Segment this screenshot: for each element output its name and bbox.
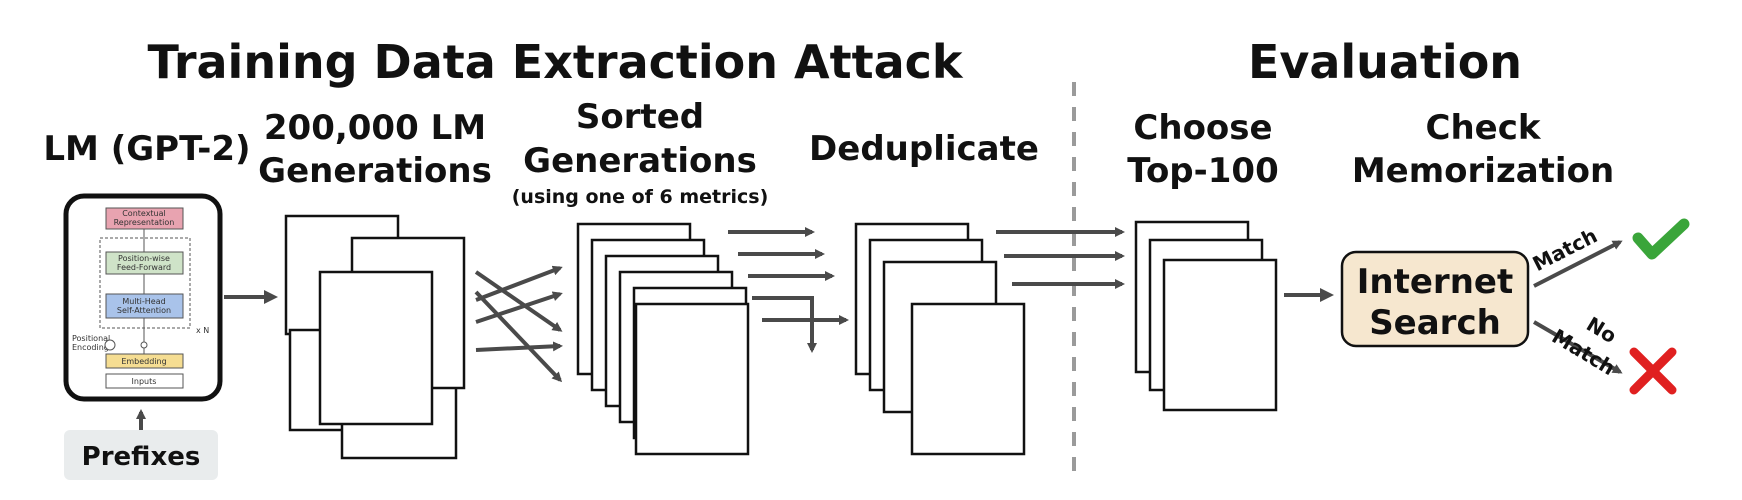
sort-arrow [475,291,563,324]
contextual-text: Contextual [122,209,166,218]
deduplicate-label: Deduplicate [809,129,1039,169]
evaluation-title: Evaluation [1248,35,1522,89]
sorting-arrows [474,265,563,383]
cross-mark-icon [1629,347,1677,395]
deduplicated-stack [854,222,1026,456]
attn-text-2: Self-Attention [117,306,171,315]
no-match-arrow [1532,320,1623,374]
dedup-page [910,302,1026,456]
transformer-model: Contextual Representation Position-wise … [63,193,223,402]
embedding-box [105,353,184,369]
prefixes-label: Prefixes [82,442,201,472]
embedding-text: Embedding [121,357,166,366]
ffn-text-2: Feed-Forward [117,263,171,272]
generation-page [318,270,434,426]
sort-arrow [474,290,563,383]
prefixes-box [64,430,218,480]
sorted-stack [576,222,750,456]
pos-text-1: Positional [72,334,110,343]
internet-search-box [1340,250,1530,348]
sort-arrow [475,341,563,352]
ffn-text-1: Position-wise [118,254,170,263]
repeat-text: x N [196,326,209,335]
choose-label-line1: Choose [1133,108,1272,148]
self-attention-box [105,293,184,319]
internet-search-line2: Search [1369,303,1501,343]
check-label-line1: Check [1426,108,1542,148]
choose-label-line2: Top-100 [1127,151,1278,191]
sorted-label-line2: Generations [523,141,757,181]
inputs-box [105,373,184,389]
internet-search-line1: Internet [1357,262,1513,302]
lm-label: LM (GPT-2) [43,129,250,169]
sorted-page [634,302,750,456]
generations-label-line2: Generations [258,151,492,191]
match-arrow [1533,240,1623,288]
attn-text-1: Multi-Head [122,297,165,306]
choose-arrows [996,227,1125,289]
top-100-stack [1134,220,1278,412]
pos-text-2: Encoding [72,343,109,352]
dedup-arrows [728,227,849,353]
generations-label-line1: 200,000 LM [264,108,486,148]
sorted-label-line1: Sorted [576,97,704,137]
transformer-block [99,237,191,329]
inputs-text: Inputs [132,377,157,386]
sort-arrow [475,265,563,302]
attack-title: Training Data Extraction Attack [148,35,964,89]
top-page [1162,258,1278,412]
generations-stack [284,214,466,460]
sort-arrow [474,270,563,332]
positional-encoding-icon [104,339,116,351]
check-label-line2: Memorization [1352,151,1614,191]
sorted-metrics-note: (using one of 6 metrics) [512,186,769,208]
representation-text: Representation [114,218,175,227]
dedup-discard-arrow [752,296,817,353]
check-mark-icon [1632,218,1690,260]
